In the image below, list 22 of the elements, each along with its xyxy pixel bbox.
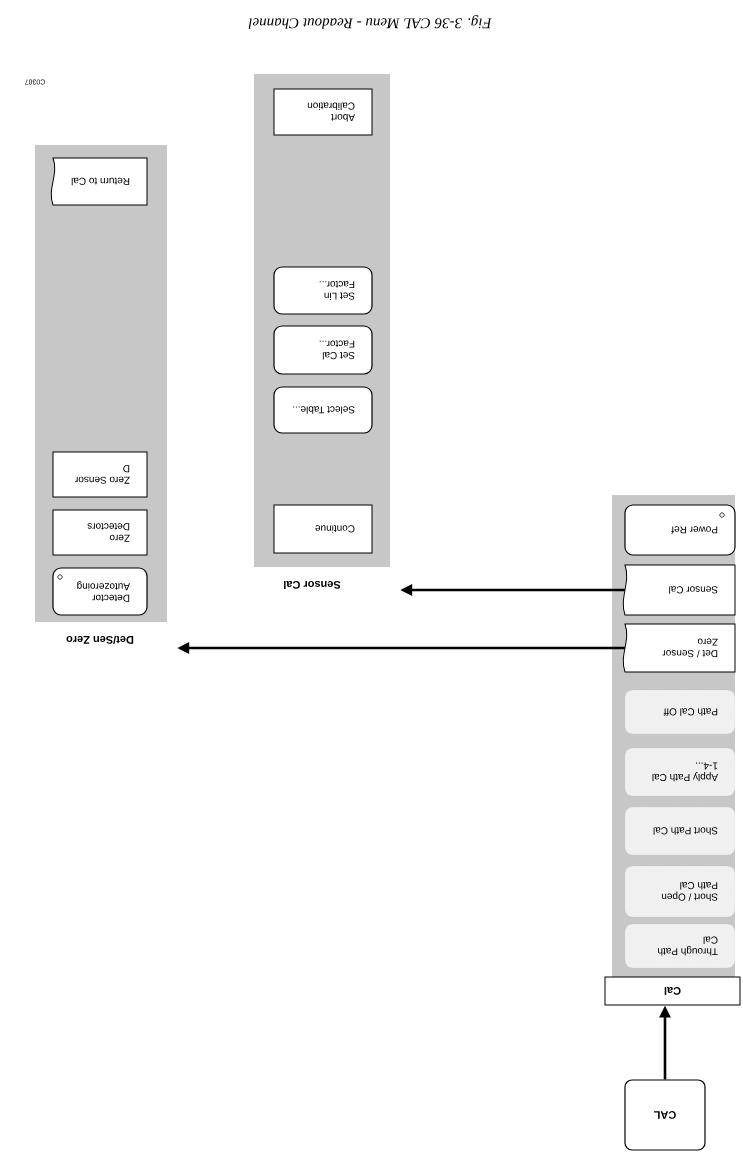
toggle-button: Detector Autozeroing: [52, 567, 148, 616]
menu-button: Zero Detectors: [52, 509, 148, 556]
submenu-tab: Det / Sensor Zero: [622, 623, 736, 673]
toggle-button: Power Ref: [624, 504, 736, 556]
menu-button: Continue: [273, 504, 373, 554]
menu-button: Zero Sensor D: [52, 451, 148, 498]
menu-button: Select Table...: [273, 386, 373, 434]
menu-button: Set Cal Factor...: [273, 325, 373, 375]
menu-button: Short / Open Path Cal: [624, 865, 736, 918]
submenu-tab: Return to Cal: [50, 157, 148, 206]
menu-button: Apply Path Cal 1-4...: [624, 747, 736, 797]
menu-button: Set Lin Factor...: [273, 266, 373, 315]
node-label: Sensor Cal: [284, 580, 341, 590]
menu-button: Path Cal Off: [624, 689, 736, 735]
menu-button: Short Path Cal: [624, 806, 736, 856]
submenu-tab: Sensor Cal: [622, 564, 736, 616]
node-label: Cal: [664, 986, 681, 996]
menu-button: Abort Calibration: [273, 88, 373, 136]
figure-caption: Fig. 3-36 CAL Menu - Readout Channel: [248, 15, 492, 29]
menu-button: Through Path Cal: [624, 923, 736, 969]
node-label: Det/Sen Zero: [66, 635, 134, 645]
menu-key: CAL: [624, 1079, 706, 1151]
